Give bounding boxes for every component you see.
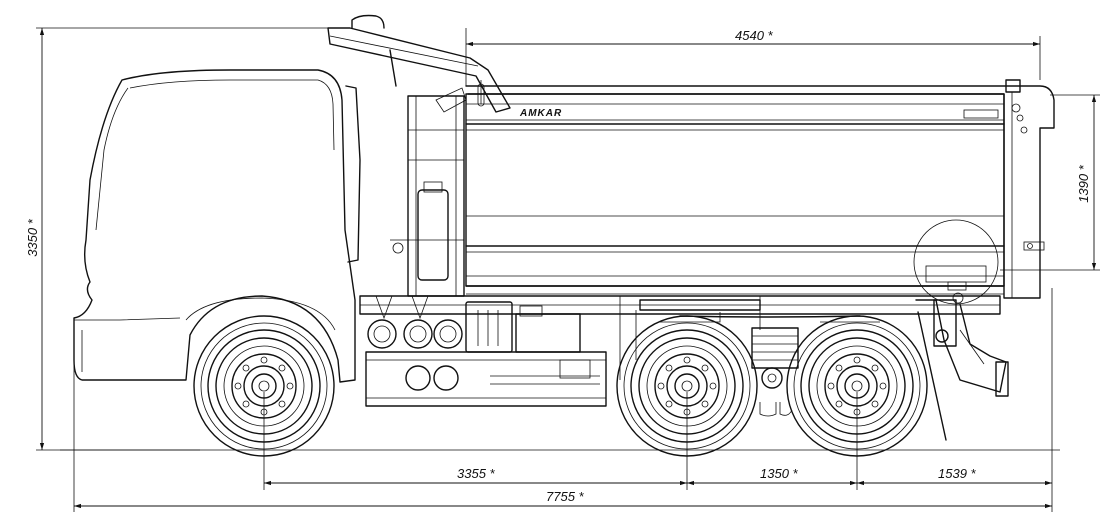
tanks-and-boxes (365, 295, 607, 407)
dim-body-height: 1390 * (1076, 164, 1091, 203)
dim-rear-overhang: 1539 * (938, 466, 977, 481)
dim-overall-length: 7755 * (546, 489, 585, 504)
chassis-frame (359, 295, 1001, 380)
dim-wheelbase-front: 3355 * (457, 466, 496, 481)
rear-hitch (915, 292, 1009, 441)
cab (73, 69, 361, 383)
dimension-lines (36, 27, 1100, 512)
dim-wheelbase-rear: 1350 * (760, 466, 799, 481)
cab-protector (327, 14, 511, 113)
dump-body: AMKAR (465, 79, 1055, 305)
rear-suspension (751, 327, 799, 417)
dim-overall-height: 3350 * (25, 218, 40, 257)
dim-body-length: 4540 * (735, 28, 774, 43)
brand-label: AMKAR (519, 108, 562, 119)
hydraulic-cylinder (390, 87, 467, 297)
